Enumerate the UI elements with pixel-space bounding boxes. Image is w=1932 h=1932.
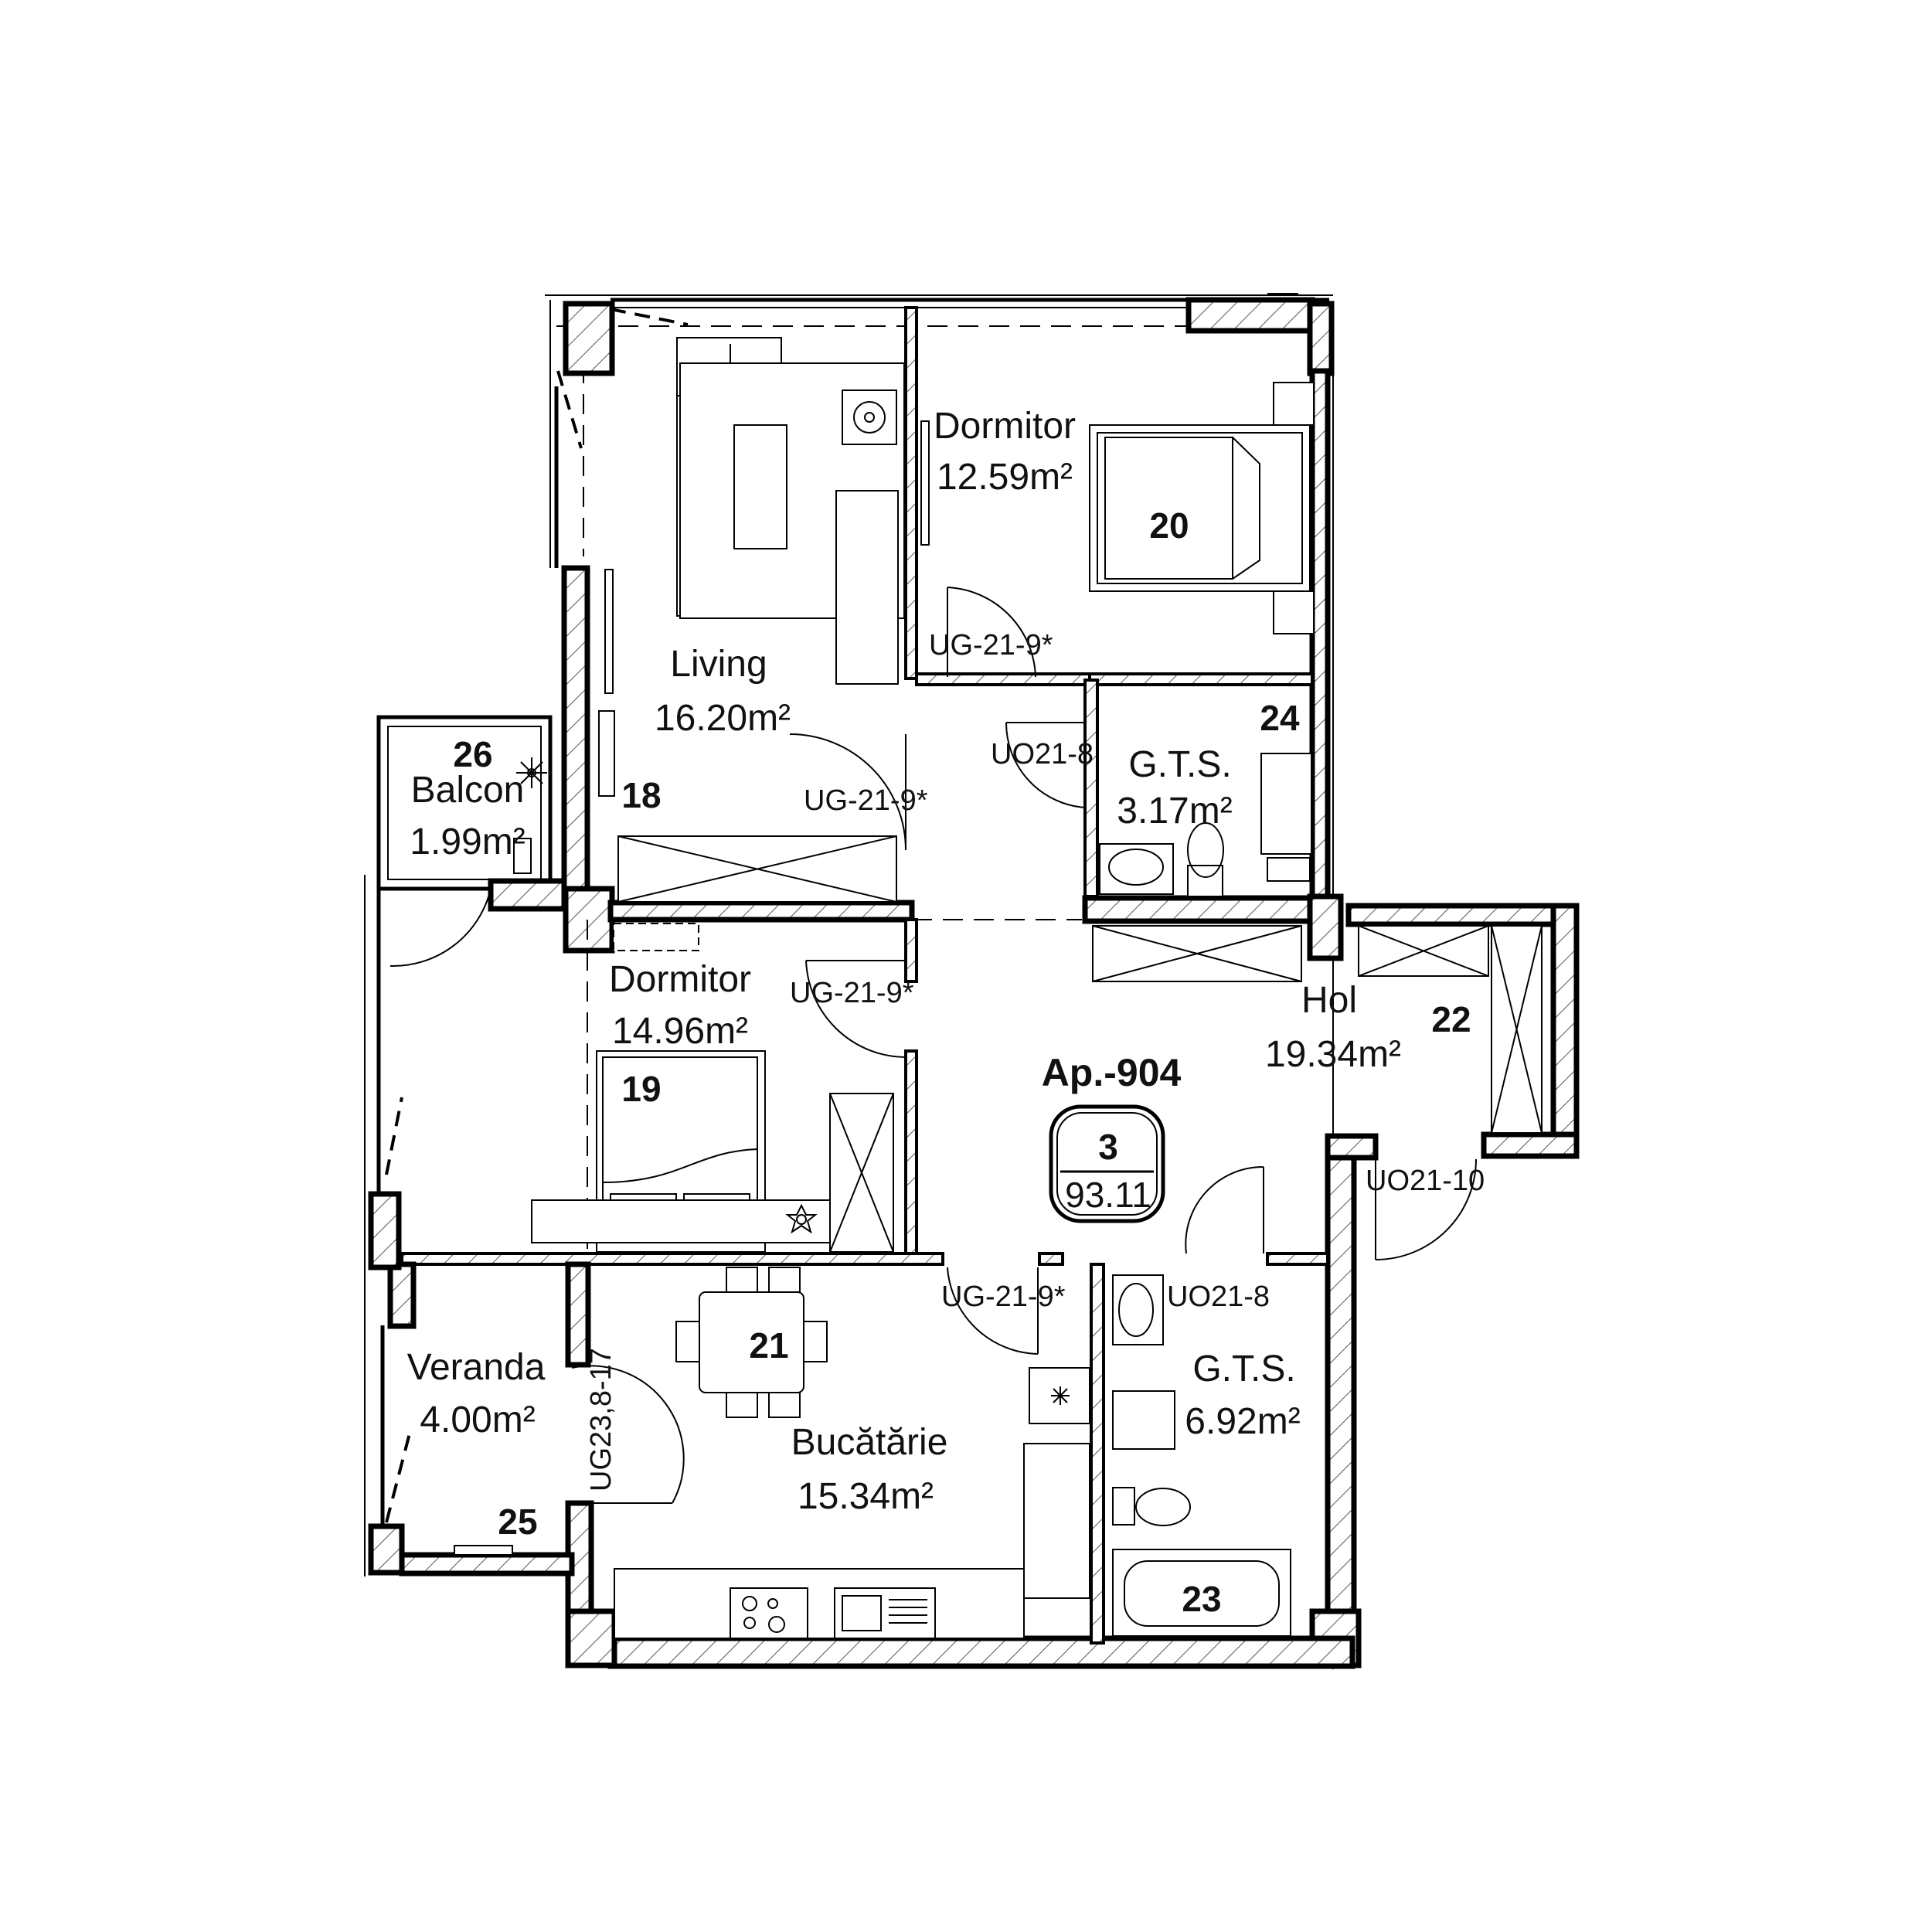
furniture <box>454 337 1543 1639</box>
room-number-22: 22 <box>1431 999 1471 1039</box>
room-area-bucatarie: 15.34m² <box>798 1476 934 1517</box>
apartment-badge <box>1049 1104 1165 1223</box>
room-area-living: 16.20m² <box>655 698 791 739</box>
door-code-dormitor-20: UG-21-9* <box>929 629 1053 662</box>
plant-icon <box>785 1203 818 1234</box>
room-number-23: 23 <box>1182 1579 1221 1619</box>
sink-icon <box>842 1595 927 1631</box>
room-number-25: 25 <box>498 1502 537 1542</box>
room-name-veranda: Veranda <box>407 1347 546 1388</box>
room-area-veranda: 4.00m² <box>420 1400 535 1440</box>
room-area-gts-24: 3.17m² <box>1117 791 1232 832</box>
room-name-gts-23: G.T.S. <box>1192 1349 1295 1389</box>
left-glazing <box>364 875 1082 1577</box>
apartment-total-area: 93.11 <box>1065 1175 1151 1215</box>
room-area-gts-23: 6.92m² <box>1185 1401 1300 1442</box>
room-name-dormitor-20: Dormitor <box>934 406 1076 447</box>
cooktop-icon <box>742 1596 785 1633</box>
room-number-26: 26 <box>453 734 492 774</box>
room-name-balcon: Balcon <box>411 770 525 811</box>
apartment-rooms-count: 3 <box>1098 1127 1118 1167</box>
room-number-24: 24 <box>1260 698 1300 738</box>
room-number-21: 21 <box>749 1325 788 1366</box>
room-number-19: 19 <box>621 1069 661 1109</box>
door-code-living: UG-21-9* <box>804 784 928 817</box>
room-area-balcon: 1.99m² <box>410 821 525 862</box>
door-swings <box>389 587 1477 1504</box>
room-number-18: 18 <box>621 775 661 815</box>
labels: Living 16.20m² 18 Dormitor 12.59m² 20 G.… <box>407 406 1485 1619</box>
door-code-bucatarie: UG-21-9* <box>941 1281 1066 1313</box>
extractor-icon <box>1051 1386 1070 1405</box>
room-area-hol: 19.34m² <box>1265 1034 1401 1075</box>
door-code-storage-22: UO21-10 <box>1366 1165 1485 1197</box>
room-name-gts-24: G.T.S. <box>1128 744 1231 785</box>
door-code-veranda: UG23,8-17 <box>585 1348 617 1492</box>
room-name-dormitor-19: Dormitor <box>609 959 751 1000</box>
apartment-title: Ap.-904 <box>1042 1051 1182 1094</box>
room-area-dormitor-19: 14.96m² <box>612 1011 748 1052</box>
room-name-living: Living <box>670 644 767 685</box>
walls <box>368 297 1580 1669</box>
room-name-hol: Hol <box>1301 980 1357 1021</box>
door-code-dormitor-19: UG-21-9* <box>790 977 914 1009</box>
snowflake-icon <box>516 757 547 788</box>
door-code-gts-24: UO21-8 <box>991 738 1094 770</box>
door-code-gts-23: UO21-8 <box>1167 1281 1270 1313</box>
room-area-dormitor-20: 12.59m² <box>937 457 1073 498</box>
room-name-bucatarie: Bucătărie <box>791 1422 948 1463</box>
room-number-20: 20 <box>1149 505 1189 546</box>
